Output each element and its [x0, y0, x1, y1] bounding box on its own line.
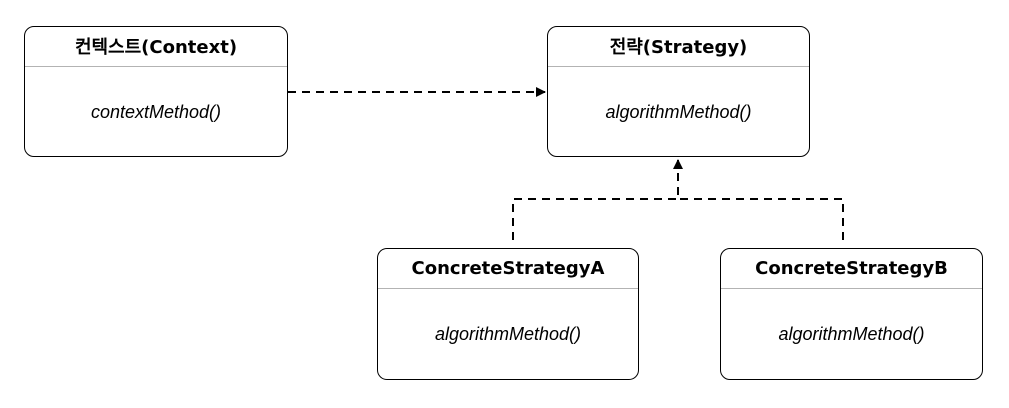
concrete-strategy-a-node: ConcreteStrategyA algorithmMethod(): [377, 248, 639, 380]
context-method: contextMethod(): [90, 101, 222, 122]
strategy-node: 전략(Strategy) algorithmMethod(): [547, 26, 810, 157]
strategy-divider: [548, 66, 809, 67]
concrete-strategy-b-method: algorithmMethod(): [778, 324, 925, 344]
edge-concrete-b-to-strategy: [678, 198, 844, 240]
concrete-strategy-a-divider: [378, 288, 638, 289]
concrete-strategy-b-title: ConcreteStrategyB: [755, 257, 948, 279]
strategy-title: 전략(Strategy): [609, 37, 748, 58]
concrete-strategy-b-divider: [721, 288, 982, 289]
context-divider: [25, 66, 287, 67]
edge-concrete-a-to-strategy: [512, 159, 683, 240]
concrete-strategy-a-title: ConcreteStrategyA: [411, 257, 605, 279]
context-title: 컨텍스트(Context): [74, 37, 238, 58]
strategy-method: algorithmMethod(): [605, 101, 752, 122]
concrete-strategy-b-node: ConcreteStrategyB algorithmMethod(): [720, 248, 983, 380]
context-node: 컨텍스트(Context) contextMethod(): [24, 26, 288, 157]
concrete-strategy-a-method: algorithmMethod(): [434, 324, 582, 344]
